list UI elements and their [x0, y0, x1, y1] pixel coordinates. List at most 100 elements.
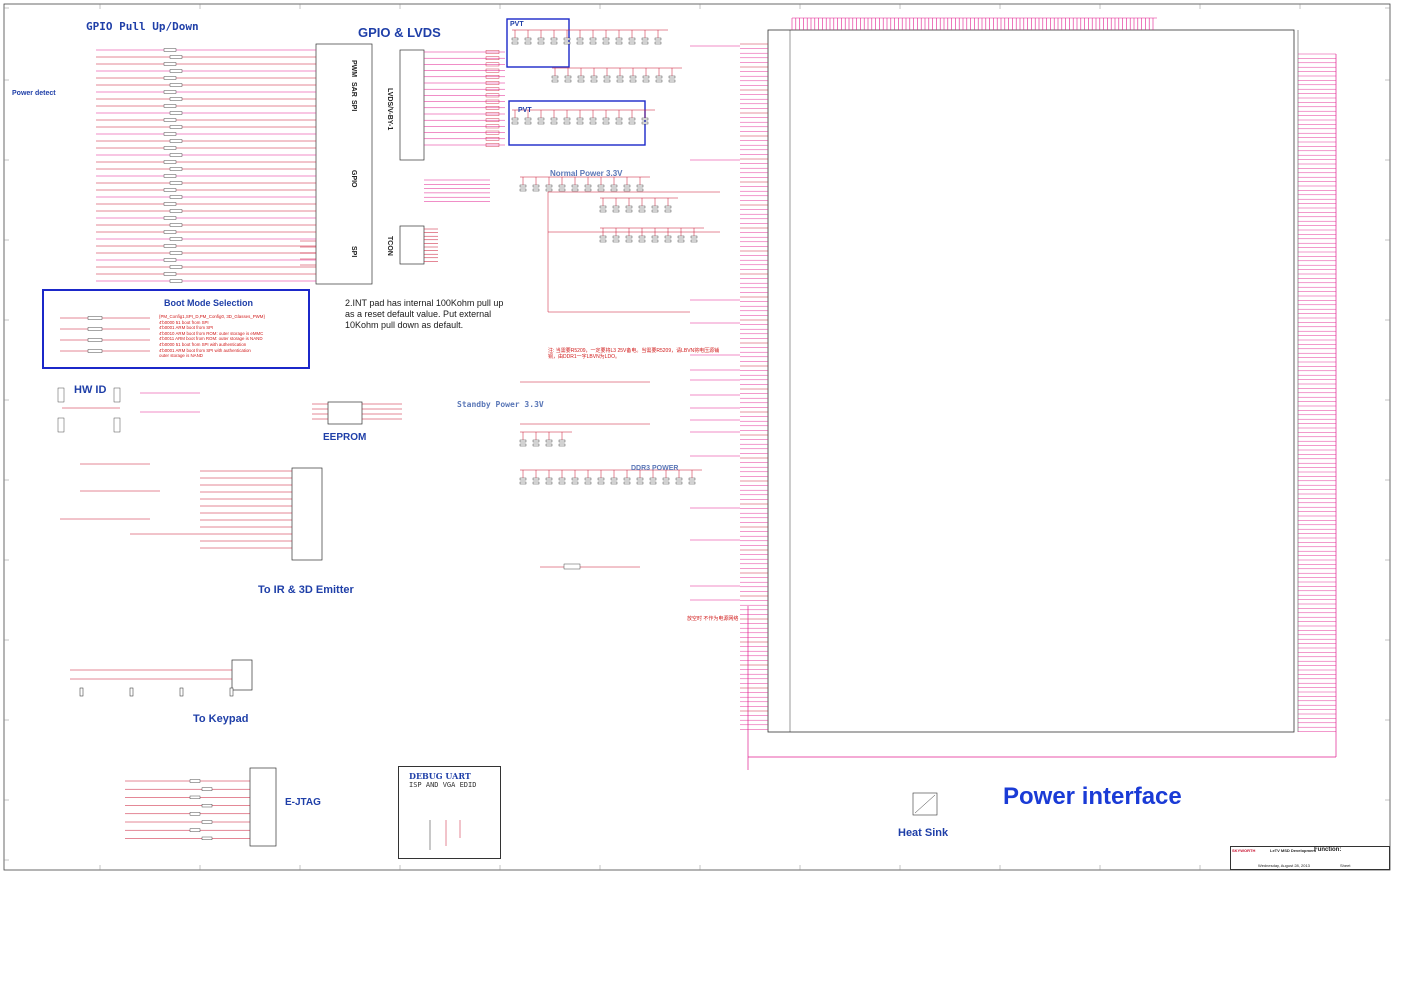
net-flag	[485, 74, 500, 79]
capacitor	[597, 477, 605, 481]
eeprom-ic	[327, 401, 363, 425]
ic-tcon-pins	[399, 225, 425, 265]
resistor	[113, 387, 121, 403]
boot-mode-line: 4'b0001 ARM boot from SPI with authentic…	[159, 347, 251, 353]
resistor	[201, 787, 213, 791]
ic-gpio-lvds	[315, 43, 373, 285]
heat-sink	[912, 792, 938, 816]
ir-connector	[291, 467, 323, 561]
resistor	[169, 153, 183, 157]
resistor	[189, 812, 201, 816]
capacitor	[563, 117, 571, 121]
capacitor	[545, 481, 553, 485]
capacitor	[615, 37, 623, 41]
resistor	[169, 55, 183, 59]
capacitor	[651, 235, 659, 239]
capacitor	[558, 188, 566, 192]
capacitor	[623, 184, 631, 188]
hw-id-title: HW ID	[74, 384, 107, 396]
boot-mode-line: outer storage is NAND	[159, 353, 203, 359]
resistor	[163, 258, 177, 262]
resistor	[169, 237, 183, 241]
capacitor	[662, 481, 670, 485]
capacitor	[576, 41, 584, 45]
capacitor	[628, 41, 636, 45]
capacitor	[623, 477, 631, 481]
capacitor	[612, 239, 620, 243]
heat-sink-title: Heat Sink	[898, 827, 949, 839]
capacitor	[603, 79, 611, 83]
capacitor	[651, 239, 659, 243]
capacitor	[571, 481, 579, 485]
capacitor	[584, 188, 592, 192]
capacitor	[641, 37, 649, 41]
capacitor	[519, 443, 527, 447]
capacitor	[664, 209, 672, 213]
resistor	[163, 132, 177, 136]
resistor	[113, 417, 121, 433]
capacitor	[597, 188, 605, 192]
capacitor	[636, 184, 644, 188]
capacitor	[641, 117, 649, 121]
capacitor	[628, 37, 636, 41]
capacitor	[550, 117, 558, 121]
ic-block-gpio: GPIO	[350, 170, 357, 188]
resistor	[169, 97, 183, 101]
capacitor	[79, 687, 84, 697]
capacitor	[179, 687, 184, 697]
ic-power-interface	[767, 29, 1295, 733]
eeprom-title: EEPROM	[323, 432, 367, 443]
ic-block-spi: SPI	[350, 100, 357, 112]
net-flag	[485, 118, 500, 122]
capacitor	[129, 687, 134, 697]
resistor	[169, 69, 183, 73]
capacitor	[545, 188, 553, 192]
capacitor	[519, 188, 527, 192]
boot-mode-line: 4'b0011 ARM boot from ROM: outer storage…	[159, 336, 263, 342]
capacitor	[655, 75, 663, 79]
capacitor	[641, 121, 649, 125]
capacitor	[589, 117, 597, 121]
capacitor	[612, 209, 620, 213]
capacitor	[563, 37, 571, 41]
capacitor	[590, 79, 598, 83]
resistor	[169, 167, 183, 171]
sheet-border	[3, 3, 1391, 871]
resistor	[163, 90, 177, 94]
debug-uart-subtitle: ISP AND VGA EDID	[409, 781, 477, 789]
capacitor	[675, 481, 683, 485]
capacitor	[649, 481, 657, 485]
keypad-title: To Keypad	[193, 713, 249, 725]
boot-mode-line: 4'b0000 51 boot from SPI	[159, 319, 209, 325]
debug-uart-title: DEBUG UART	[409, 771, 471, 781]
capacitor	[551, 79, 559, 83]
keypad-connector	[231, 659, 253, 691]
capacitor	[524, 121, 532, 125]
resistor	[163, 146, 177, 150]
power-interface-title: Power interface	[1003, 783, 1182, 810]
resistor	[169, 195, 183, 199]
capacitor	[636, 188, 644, 192]
resistor	[163, 230, 177, 234]
capacitor	[616, 79, 624, 83]
resistor	[163, 216, 177, 220]
capacitor	[532, 439, 540, 443]
capacitor	[537, 121, 545, 125]
capacitor	[558, 439, 566, 443]
capacitor	[532, 188, 540, 192]
capacitor	[677, 235, 685, 239]
resistor	[201, 804, 213, 808]
capacitor	[577, 75, 585, 79]
capacitor	[577, 79, 585, 83]
capacitor	[638, 239, 646, 243]
capacitor	[524, 117, 532, 121]
ic-block-sar: SAR	[350, 82, 357, 97]
capacitor	[612, 205, 620, 209]
capacitor	[589, 41, 597, 45]
resistor	[201, 820, 213, 824]
gpio-lvds-title: GPIO & LVDS	[358, 25, 441, 40]
capacitor	[642, 79, 650, 83]
capacitor	[599, 235, 607, 239]
capacitor	[589, 37, 597, 41]
